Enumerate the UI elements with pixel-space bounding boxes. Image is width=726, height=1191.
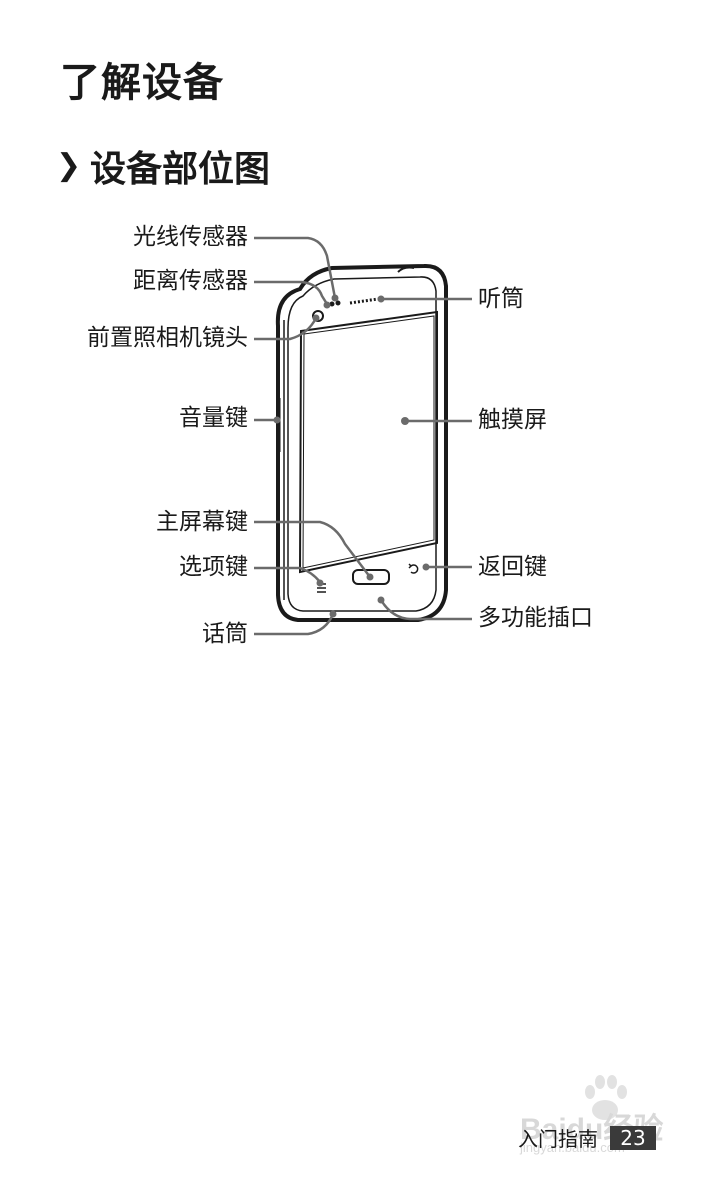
- page-number: 23: [610, 1125, 656, 1150]
- leader-microphone: [254, 613, 335, 636]
- label-microphone: 话筒: [202, 621, 248, 647]
- leader-lines: [254, 236, 472, 636]
- label-back-key: 返回键: [478, 554, 547, 580]
- watermark-url: jingyan.baidu.com: [520, 1140, 625, 1155]
- label-multifunction-jack: 多功能插口: [478, 605, 593, 631]
- front-camera-lens: [312, 310, 324, 322]
- label-touch-screen: 触摸屏: [478, 407, 547, 433]
- screen-inner: [302, 315, 435, 569]
- section-heading: ❯ 设备部位图: [56, 140, 270, 192]
- label-menu-key: 选项键: [179, 554, 248, 580]
- leader-multifunction-jack: [379, 599, 472, 621]
- phone-diagram: [254, 236, 472, 636]
- leader-front-camera: [254, 317, 318, 341]
- leader-light-sensor: [254, 236, 337, 299]
- leader-endpoints: [273, 294, 430, 618]
- label-volume-key: 音量键: [179, 405, 248, 431]
- label-front-camera: 前置照相机镜头: [87, 325, 248, 351]
- page-title: 了解设备: [60, 60, 224, 106]
- earpiece-grill: [349, 297, 379, 305]
- label-light-sensor: 光线传感器: [133, 224, 248, 250]
- phone-outer-body: [275, 263, 448, 622]
- label-earpiece: 听筒: [478, 286, 524, 312]
- sensor-dot: [335, 300, 341, 306]
- footer-section-name: 入门指南: [518, 1127, 598, 1151]
- paw-icon: [585, 1075, 627, 1120]
- leader-home-key: [254, 520, 371, 578]
- phone-illustration: [275, 263, 448, 622]
- label-home-key: 主屏幕键: [156, 509, 248, 535]
- sensor-dot: [329, 301, 335, 307]
- top-jack: [397, 266, 415, 273]
- screen-outline: [298, 310, 438, 574]
- chevron-right-icon: ❯: [56, 148, 82, 183]
- section-title: 设备部位图: [90, 149, 271, 190]
- phone-inner-bezel: [287, 276, 437, 612]
- home-key-shape: [352, 569, 390, 585]
- leader-proximity-sensor: [254, 280, 329, 305]
- label-proximity-sensor: 距离传感器: [133, 268, 248, 294]
- back-key-shape: [408, 563, 419, 574]
- page-footer: 入门指南 23: [518, 1123, 656, 1152]
